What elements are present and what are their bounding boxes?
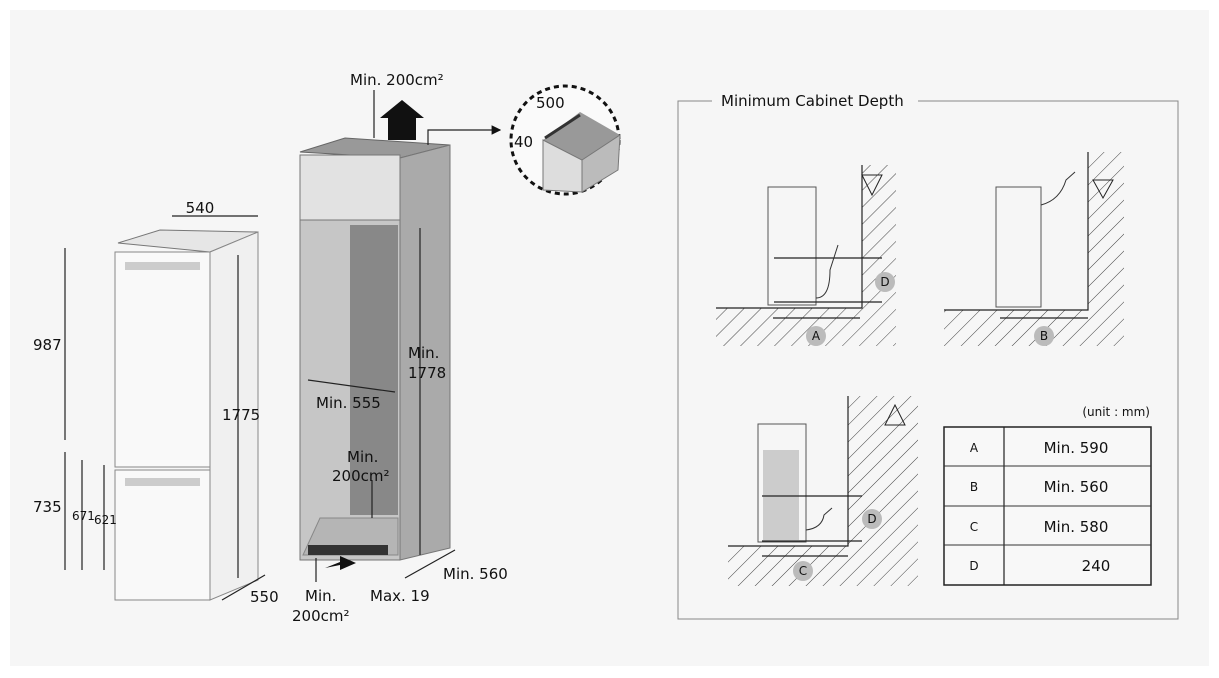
fridge-total-height-label: 1775 [222, 406, 260, 424]
table-key-b: B [970, 480, 978, 494]
table-key-c: C [970, 520, 978, 534]
cabinet-depth-label: Min. 560 [443, 565, 508, 583]
marker-b [1034, 326, 1054, 346]
inner-height-label-1: Min. [408, 344, 439, 362]
rear-vent-label-2: 200cm² [332, 467, 390, 485]
marker-c [793, 561, 813, 581]
marker-d-1-label: D [880, 275, 889, 289]
diagram-c [728, 396, 918, 586]
diagram-b [944, 152, 1124, 346]
fridge-width-label: 540 [186, 199, 215, 217]
fridge-depth-label: 550 [250, 588, 279, 606]
unit-label: (unit : mm) [1082, 405, 1150, 419]
table-value-b: Min. 560 [1044, 478, 1109, 496]
marker-d-2 [862, 509, 882, 529]
detail-width-label: 500 [536, 94, 565, 112]
table-value-c: Min. 580 [1044, 518, 1109, 536]
inner-width-label: Min. 555 [316, 394, 381, 412]
detail-height-label: 40 [514, 133, 533, 151]
inner-height-label-2: 1778 [408, 364, 446, 382]
marker-a-label: A [812, 329, 821, 343]
depth-panel-frame [677, 100, 1179, 620]
table-value-a: Min. 590 [1044, 439, 1109, 457]
bottom-vent-label-2: 200cm² [292, 607, 350, 625]
diagram-a [716, 165, 896, 346]
marker-b-label: B [1040, 329, 1048, 343]
marker-d-2-label: D [867, 512, 876, 526]
fridge-lower-inner-2-label: 621 [94, 513, 117, 527]
installation-diagram: 540 987 1775 735 671 621 550 Min. 200cm²… [10, 10, 1209, 666]
fridge-upper-height-label: 987 [33, 336, 62, 354]
rear-vent-label-1: Min. [347, 448, 378, 466]
marker-c-label: C [799, 564, 807, 578]
top-vent-label: Min. 200cm² [350, 71, 444, 89]
table-key-d: D [969, 559, 978, 573]
detail-magnifier [509, 84, 621, 196]
cabinet-drawing [299, 90, 502, 582]
marker-d-1 [875, 272, 895, 292]
fridge-lower-height-label: 735 [33, 498, 62, 516]
max-gap-label: Max. 19 [370, 587, 430, 605]
bottom-vent-label-1: Min. [305, 587, 336, 605]
marker-a [806, 326, 826, 346]
fridge-lower-inner-1-label: 671 [72, 509, 95, 523]
table-key-a: A [970, 441, 979, 455]
table-value-d: 240 [1082, 557, 1111, 575]
depth-table [943, 426, 1152, 586]
diagram-svg: 540 987 1775 735 671 621 550 Min. 200cm²… [33, 71, 1179, 625]
fridge-drawing [64, 215, 266, 601]
depth-panel-title: Minimum Cabinet Depth [721, 92, 904, 110]
